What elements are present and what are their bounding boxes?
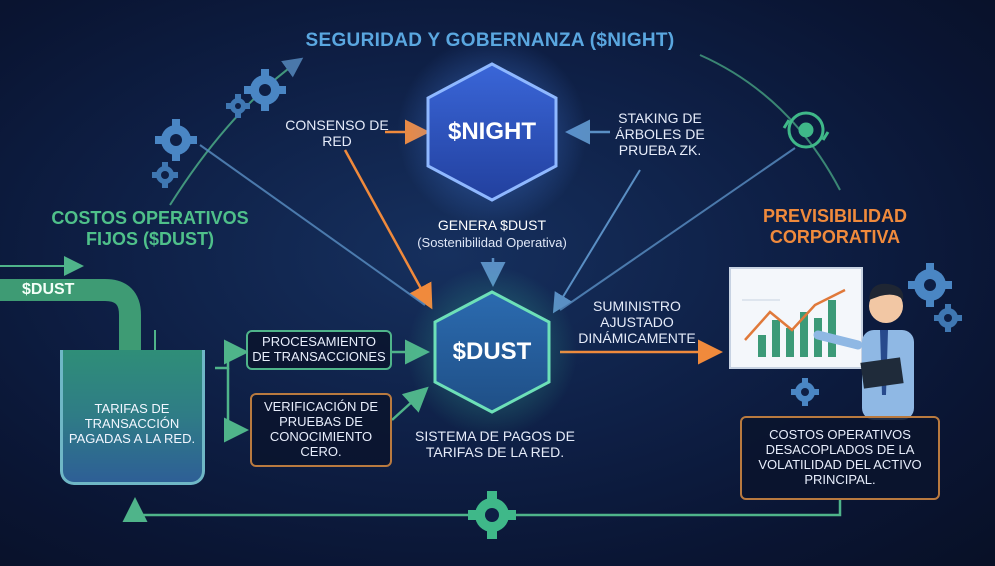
generates-label: GENERA $DUST — [437, 217, 547, 233]
gear-icon — [226, 94, 250, 118]
diagram-title: SEGURIDAD Y GOBERNANZA ($NIGHT) — [305, 30, 675, 51]
gear-icon — [244, 69, 286, 111]
consensus-label: CONSENSO DE RED — [285, 117, 389, 150]
generates-sub-label: (Sostenibilidad Operativa) — [417, 235, 567, 250]
gear-icon — [908, 263, 952, 307]
dust-label: $DUST — [452, 338, 532, 365]
right-title: PREVISIBILIDAD CORPORATIVA — [762, 206, 908, 247]
gear-icon — [468, 491, 516, 539]
transaction-processing-box: PROCESAMIENTO DE TRANSACCIONES — [246, 330, 392, 370]
decoupled-costs-box: COSTOS OPERATIVOS DESACOPLADOS DE LA VOL… — [740, 416, 940, 500]
night-hexagon — [426, 62, 558, 202]
pipe-dust-label: $DUST — [22, 281, 75, 298]
chart-board-icon — [729, 267, 863, 369]
staking-label: STAKING DE ÁRBOLES DE PRUEBA ZK. — [615, 110, 705, 159]
presenter-illustration — [813, 283, 914, 420]
gear-icon — [934, 304, 962, 332]
supply-label: SUMINISTRO AJUSTADO DINÁMICAMENTE — [578, 298, 696, 347]
zk-verification-box: VERIFICACIÓN DE PRUEBAS DE CONOCIMIENTO … — [250, 393, 392, 467]
gear-icon — [155, 119, 197, 161]
tank-label: TARIFAS DE TRANSACCIÓN PAGADAS A LA RED. — [68, 401, 196, 446]
left-title: COSTOS OPERATIVOS FIJOS ($DUST) — [51, 208, 249, 249]
dust-hexagon — [433, 290, 551, 414]
night-label: $NIGHT — [447, 118, 536, 145]
fee-tank — [60, 350, 205, 485]
gear-icon — [152, 162, 178, 188]
dust-caption: SISTEMA DE PAGOS DE TARIFAS DE LA RED. — [414, 428, 575, 461]
gear-icon — [791, 378, 819, 406]
recycle-gear-icon — [782, 111, 830, 149]
